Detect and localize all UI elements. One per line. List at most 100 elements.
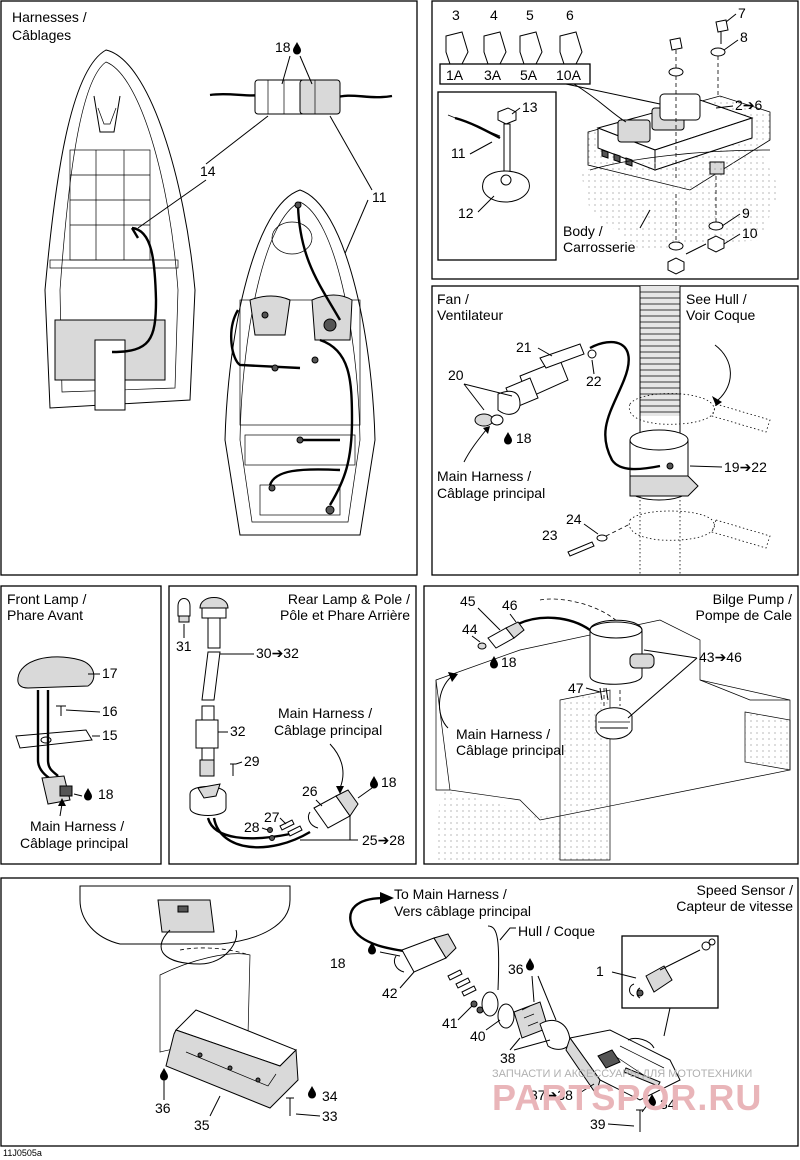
bilge-main-harness-line2: Câblage principal (456, 742, 564, 758)
callout-8: 8 (740, 29, 748, 45)
callout-6: 6 (566, 7, 574, 23)
callout-29: 29 (244, 753, 260, 769)
callout-41: 41 (442, 1015, 458, 1031)
speed-sensor-group: Speed Sensor / Capteur de vitesse 35 36 … (79, 882, 793, 1133)
drop-icon (526, 958, 534, 971)
callout-18-bilge: 18 (501, 654, 517, 670)
callout-25-28: 25➔28 (362, 832, 405, 848)
figure-id: 11J0505a (3, 1148, 42, 1158)
callout-15: 15 (102, 727, 118, 743)
panel-bilge-pump (423, 585, 799, 865)
callout-33: 33 (322, 1108, 338, 1124)
hull-coque-label: Hull / Coque (518, 923, 595, 939)
panel-harnesses (0, 0, 418, 576)
speed-title-line1: Speed Sensor / (696, 882, 793, 898)
callout-7: 7 (738, 5, 746, 21)
callout-32: 32 (230, 723, 246, 739)
callout-10: 10 (742, 225, 758, 241)
harnesses-title-line1: Harnesses / (12, 9, 87, 25)
see-hull-line2: Voir Coque (686, 307, 755, 323)
fan-title-line1: Fan / (437, 291, 469, 307)
panel-rear-lamp (168, 585, 417, 865)
drop-icon (160, 1068, 168, 1081)
fuse-row (445, 31, 583, 65)
callout-16: 16 (102, 703, 118, 719)
callout-1: 1 (596, 963, 604, 979)
fan-main-harness-line2: Câblage principal (437, 485, 545, 501)
callout-42: 42 (382, 985, 398, 1001)
speed-sensor-bracket (565, 1029, 681, 1101)
drop-icon (490, 656, 498, 669)
fuse-label-10a: 10A (556, 67, 582, 83)
boat-top-view-left (44, 49, 196, 411)
callout-18-fan: 18 (516, 430, 532, 446)
boat-top-view-right (224, 189, 376, 536)
callout-3: 3 (452, 7, 460, 23)
callout-9: 9 (742, 205, 750, 221)
callout-18-harness: 18 (275, 39, 291, 55)
callout-23: 23 (542, 527, 558, 543)
callout-40: 40 (470, 1028, 486, 1044)
callout-45: 45 (460, 593, 476, 609)
drop-icon (504, 432, 512, 445)
callout-13: 13 (522, 99, 538, 115)
fuse-label-3a: 3A (484, 67, 502, 83)
drop-icon (293, 42, 301, 55)
callout-22: 22 (586, 373, 602, 389)
drop-icon (84, 788, 92, 801)
callout-4: 4 (490, 7, 498, 23)
harnesses-title-line2: Câblages (12, 27, 71, 43)
panel-front-lamp (0, 585, 162, 865)
callout-5: 5 (526, 7, 534, 23)
callout-38: 38 (500, 1050, 516, 1066)
drop-icon (308, 1086, 316, 1099)
drop-icon (370, 776, 378, 789)
front-lamp-title-line2: Phare Avant (7, 607, 83, 623)
harnesses-group: Harnesses / Câblages (12, 9, 393, 536)
rear-lamp-title-line1: Rear Lamp & Pole / (288, 591, 410, 607)
callout-30-32: 30➔32 (256, 645, 299, 661)
callout-14: 14 (200, 163, 216, 179)
callout-43-46: 43➔46 (699, 649, 742, 665)
callout-11-harness: 11 (372, 189, 387, 205)
callout-24: 24 (566, 511, 582, 527)
panel-speed-sensor (0, 877, 799, 1147)
rear-lamp-group: Rear Lamp & Pole / Pôle et Phare Arrière… (176, 591, 410, 849)
panel-fuses (431, 0, 799, 280)
rear-main-harness-line1: Main Harness / (278, 705, 372, 721)
speed-connector (393, 933, 457, 973)
bilge-main-harness-line1: Main Harness / (456, 726, 550, 742)
callout-46: 46 (502, 597, 518, 613)
callout-47: 47 (568, 680, 584, 696)
callout-18-front: 18 (98, 786, 114, 802)
bilge-title-line2: Pompe de Cale (695, 607, 792, 623)
rear-lamp-title-line2: Pôle et Phare Arrière (280, 607, 410, 623)
callout-26: 26 (302, 783, 318, 799)
callout-17: 17 (102, 665, 118, 681)
callout-20: 20 (448, 367, 464, 383)
fan-hose (639, 286, 681, 440)
body-label-line2: Carrosserie (563, 239, 636, 255)
callout-21: 21 (516, 339, 532, 355)
callout-35: 35 (194, 1117, 210, 1133)
bilge-title-line1: Bilge Pump / (713, 591, 792, 607)
bilge-pump-group: Bilge Pump / Pompe de Cale 43➔46 47 (435, 591, 792, 862)
callout-28: 28 (244, 819, 260, 835)
callout-12: 12 (458, 205, 474, 221)
callout-11-fuse: 11 (451, 145, 466, 161)
fuses-group: 3 4 5 6 1A 3A 5A 10A 11 13 12 (437, 5, 780, 275)
fan-connector (497, 343, 597, 415)
fan-main-harness-line1: Main Harness / (437, 468, 531, 484)
callout-34-left: 34 (322, 1088, 338, 1104)
callout-18-rear: 18 (381, 774, 397, 790)
front-main-harness-line2: Câblage principal (20, 835, 128, 851)
front-lamp-title-line1: Front Lamp / (7, 591, 86, 607)
callout-36-left: 36 (155, 1100, 171, 1116)
callout-18-speed: 18 (330, 955, 346, 971)
to-main-harness-line1: To Main Harness / (394, 886, 507, 902)
front-lamp-group: Front Lamp / Phare Avant 17 16 15 18 Mai… (7, 591, 128, 851)
fuse-label-1a: 1A (446, 67, 464, 83)
see-hull-line1: See Hull / (686, 291, 747, 307)
fan-body (629, 429, 699, 501)
